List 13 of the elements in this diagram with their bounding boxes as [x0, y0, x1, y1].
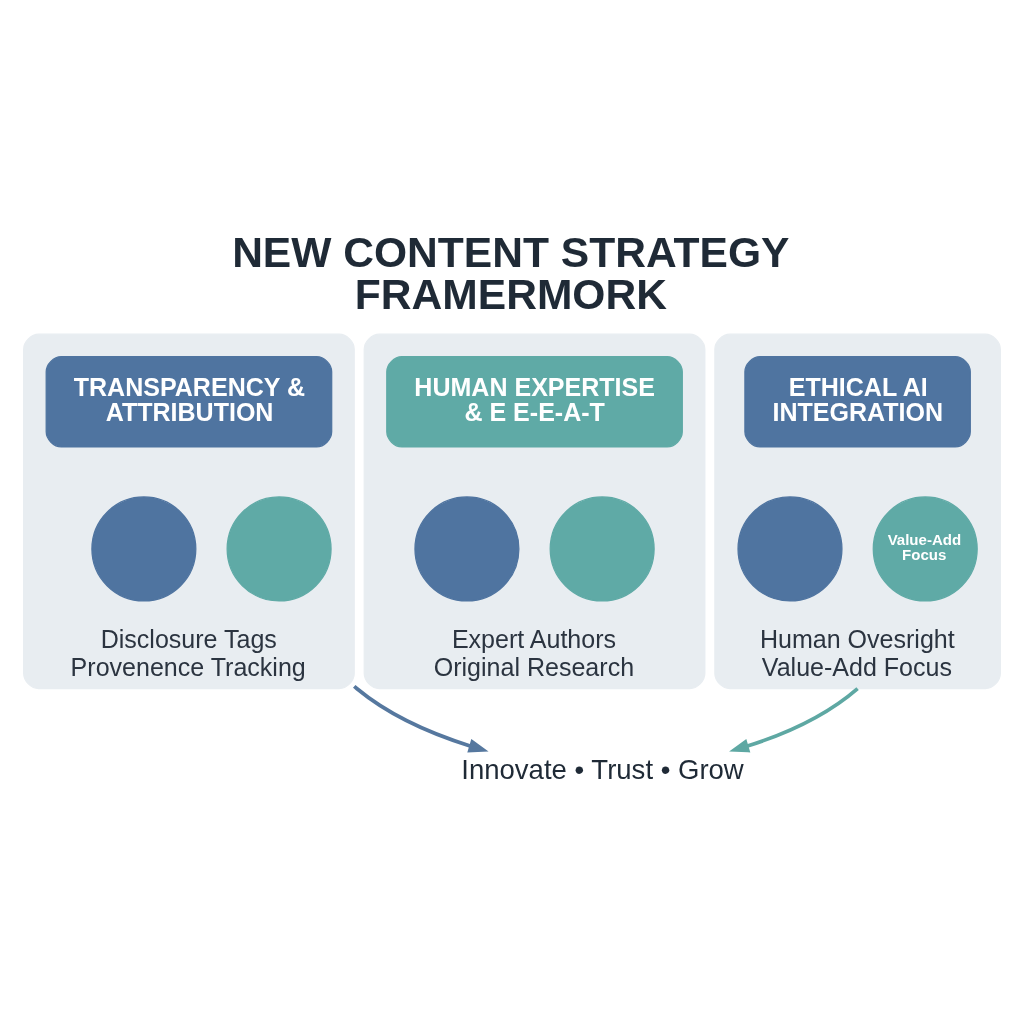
- node-box: ETHICAL AI INTEGRATION: [744, 356, 971, 448]
- node-box: TRANSPARENCY & ATTRIBUTION: [45, 356, 333, 448]
- node-circle: [414, 496, 520, 602]
- node-circle: [91, 496, 197, 602]
- node-circle: [549, 496, 655, 602]
- diagram-title: NEW CONTENT STRATEGY FRAMERMORK: [232, 227, 790, 319]
- node-box: HUMAN EXPERTISE & E E-E-A-T: [386, 356, 683, 448]
- arrow: [729, 687, 859, 753]
- arrow: [353, 685, 489, 753]
- node-circle: Value-Add Focus: [872, 496, 978, 602]
- node-circle: [737, 496, 843, 602]
- node-circle: [226, 496, 332, 602]
- node-text: Innovate • Trust • Grow: [461, 754, 744, 786]
